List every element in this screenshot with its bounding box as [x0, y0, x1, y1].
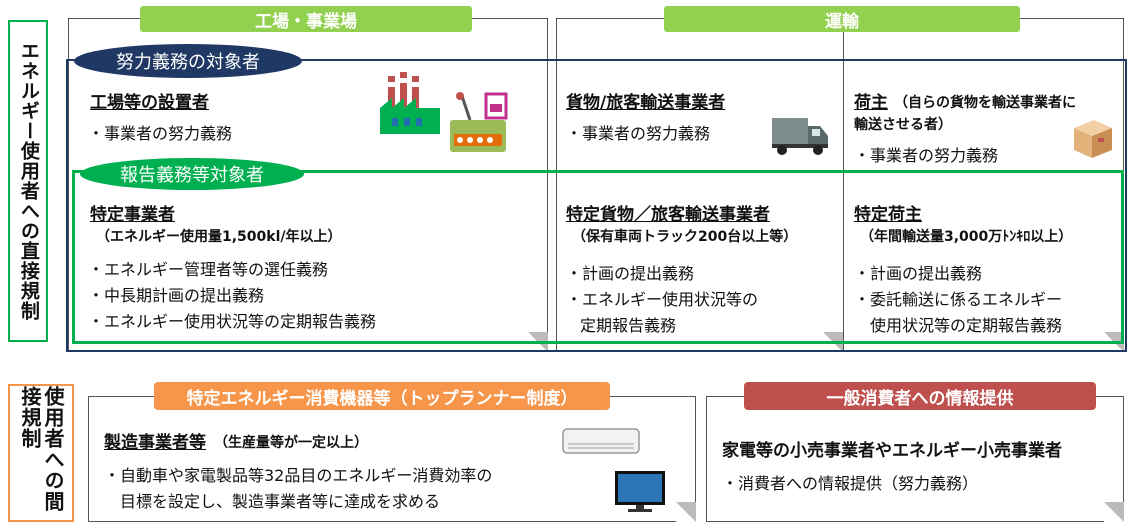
direct-regulation-label: エネルギー使用者への直接規制 [8, 20, 48, 342]
factory-column-header: 工場・事業場 [140, 6, 472, 32]
top-runner-header: 特定エネルギー消費機器等（トップランナー制度） [154, 382, 610, 410]
fold-corner [1104, 502, 1124, 522]
transport-column-header-text: 運輸 [825, 11, 859, 32]
shipper-effort-title: 荷主 [854, 93, 888, 113]
factory-column-header-text: 工場・事業場 [255, 11, 357, 32]
report-duty-pill: 報告義務等対象者 [80, 158, 304, 190]
effort-duty-pill: 努力義務の対象者 [74, 44, 302, 78]
carrier-effort-title: 貨物/旅客輸送事業者 [566, 93, 726, 113]
shipper-report-item: ・委託輸送に係るエネルギー [854, 290, 1063, 309]
carrier-report-item: ・エネルギー使用状況等の [566, 290, 759, 309]
indirect-regulation-label: 使用者への間接規制 [8, 384, 74, 522]
fold-corner [676, 502, 696, 522]
effort-duty-frame [66, 59, 1127, 352]
shipper-report-title: 特定荷主 [854, 205, 922, 225]
factory-effort-item: ・事業者の努力義務 [88, 124, 233, 143]
top-runner-title: 製造事業者等 [104, 433, 206, 453]
report-duty-pill-text: 報告義務等対象者 [120, 165, 264, 186]
package-icon [1074, 120, 1112, 158]
factory-effort-title: 工場等の設置者 [90, 93, 209, 113]
effort-duty-pill-text: 努力義務の対象者 [116, 52, 260, 73]
carrier-report-item: ・計画の提出義務 [566, 264, 695, 283]
shipper-report-item: 使用状況等の定期報告義務 [870, 316, 1063, 335]
top-runner-item: ・自動車や家電製品等32品目のエネルギー消費効率の [104, 466, 493, 485]
consumer-info-panel [706, 396, 1124, 522]
carrier-effort-item: ・事業者の努力義務 [566, 124, 711, 143]
report-duty-frame [72, 170, 1124, 344]
top-runner-item: 目標を設定し、製造事業者等に達成を求める [120, 492, 441, 511]
carrier-report-title: 特定貨物／旅客輸送事業者 [566, 205, 770, 225]
shipper-effort-title-note: 輸送させる者） [854, 117, 952, 133]
transport-column-header: 運輸 [664, 6, 1020, 32]
machine-icon [450, 92, 508, 152]
transport-column-divider [843, 18, 844, 352]
factory-report-sub: （エネルギー使用量1,500kl/年以上） [96, 229, 342, 245]
factory-report-title: 特定事業者 [90, 205, 175, 225]
consumer-info-header-text: 一般消費者への情報提供 [826, 388, 1014, 409]
indirect-regulation-text: 使用者への間接規制 [18, 386, 65, 512]
shipper-report-sub: （年間輸送量3,000万ﾄﾝｷﾛ以上） [860, 229, 1073, 245]
top-runner-title-note: （生産量等が一定以上） [214, 435, 368, 451]
air-conditioner-icon [562, 428, 640, 454]
television-icon [615, 471, 665, 512]
carrier-report-item: 定期報告義務 [580, 316, 677, 335]
consumer-info-item: ・消費者への情報提供（努力義務） [722, 474, 979, 493]
factory-report-item: ・中長期計画の提出義務 [88, 286, 265, 305]
shipper-report-item: ・計画の提出義務 [854, 264, 983, 283]
factory-icon [380, 72, 440, 134]
truck-icon [772, 118, 828, 155]
carrier-report-sub: （保有車両トラック200台以上等） [572, 229, 798, 245]
transport-column-panel [556, 18, 1124, 352]
top-runner-panel [88, 396, 696, 522]
factory-report-item: ・エネルギー管理者等の選任義務 [88, 260, 329, 279]
factory-report-item: ・エネルギー使用状況等の定期報告義務 [88, 312, 377, 331]
consumer-info-header: 一般消費者への情報提供 [744, 382, 1096, 410]
direct-regulation-text: エネルギー使用者への直接規制 [17, 41, 40, 321]
shipper-effort-title-note: （自らの貨物を輸送事業者に [894, 95, 1076, 111]
top-runner-header-text: 特定エネルギー消費機器等（トップランナー制度） [186, 388, 578, 409]
consumer-info-title: 家電等の小売事業者やエネルギー小売事業者 [722, 441, 1062, 461]
shipper-effort-item: ・事業者の努力義務 [854, 146, 999, 165]
